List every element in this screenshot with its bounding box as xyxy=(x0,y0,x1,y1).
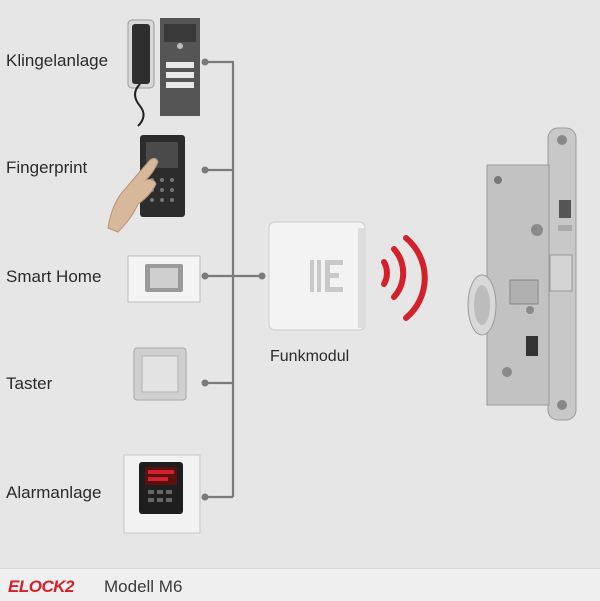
connector-dots xyxy=(201,58,266,501)
hub-label-funkmodul: Funkmodul xyxy=(270,348,350,365)
footer-bar: ELOCK2 Modell M6 xyxy=(0,568,600,601)
input-label-fingerprint: Fingerprint xyxy=(6,158,88,177)
alarm-panel-icon xyxy=(123,454,201,534)
input-label-klingelanlage: Klingelanlage xyxy=(6,51,109,70)
fingerprint-reader-icon xyxy=(107,135,185,233)
mortise-lock-icon xyxy=(467,127,577,421)
input-label-alarmanlage: Alarmanlage xyxy=(6,483,102,502)
smart-home-panel-icon xyxy=(127,255,201,303)
switch-button-icon xyxy=(133,347,187,401)
input-label-taster: Taster xyxy=(6,374,53,393)
wireless-signal-icon xyxy=(381,235,428,321)
doorbell-intercom-icon xyxy=(127,18,200,127)
input-label-smart-home: Smart Home xyxy=(6,267,102,286)
brand-logo: ELOCK2 xyxy=(8,577,74,596)
model-name: Modell M6 xyxy=(104,577,183,596)
radio-module-icon xyxy=(268,221,366,331)
connector-lines xyxy=(205,60,262,499)
